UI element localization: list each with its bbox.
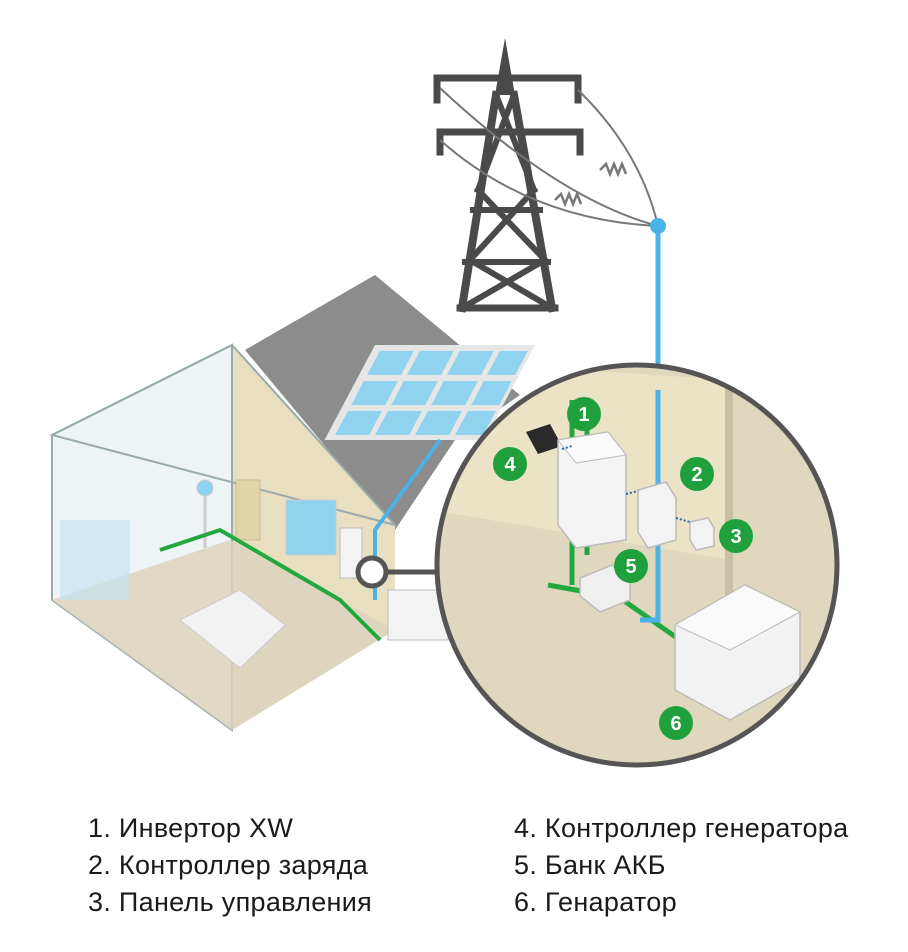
svg-text:5: 5 <box>625 556 636 578</box>
svg-text:2: 2 <box>691 464 702 486</box>
badge-5: 5 <box>614 549 648 583</box>
svg-text:6: 6 <box>670 713 681 735</box>
badge-2: 2 <box>680 457 714 491</box>
charge-controller-icon <box>637 481 677 549</box>
battery-bank-icon <box>579 564 631 613</box>
legend-left: 1. Инвертор XW 2. Контроллер заряда 3. П… <box>88 810 372 921</box>
legend-item-generator: 6. Генаратор <box>514 887 677 917</box>
svg-text:4: 4 <box>504 454 516 476</box>
magnified-view-border <box>434 362 840 768</box>
svg-text:1: 1 <box>578 404 589 426</box>
legend-item-charge-controller: 2. Контроллер заряда <box>88 850 369 880</box>
badge-6: 6 <box>659 706 693 740</box>
zoom-marker <box>355 555 389 589</box>
power-tower-icon <box>433 38 584 313</box>
solar-panel-icon <box>324 345 535 440</box>
legend-item-generator-controller: 4. Контроллер генератора <box>514 813 849 843</box>
svg-text:3: 3 <box>730 526 741 548</box>
control-panel-icon <box>689 517 715 551</box>
system-diagram: 1 2 3 4 5 6 <box>49 38 840 768</box>
generator-controller-icon <box>526 424 562 454</box>
house-green-wire <box>159 527 382 642</box>
badge-4: 4 <box>493 447 527 481</box>
overhead-lines <box>439 87 659 227</box>
legend-item-battery-bank: 5. Банк АКБ <box>514 850 666 880</box>
legend-right: 4. Контроллер генератора 5. Банк АКБ 6. … <box>514 810 848 921</box>
badge-1: 1 <box>567 397 601 431</box>
small-inverter <box>339 527 363 579</box>
grid-connection-point <box>650 218 666 234</box>
badge-3: 3 <box>719 519 753 553</box>
legend-item-control-panel: 3. Панель управления <box>88 887 373 917</box>
inverter-icon <box>557 431 627 549</box>
legend-item-inverter: 1. Инвертор XW <box>88 813 294 843</box>
